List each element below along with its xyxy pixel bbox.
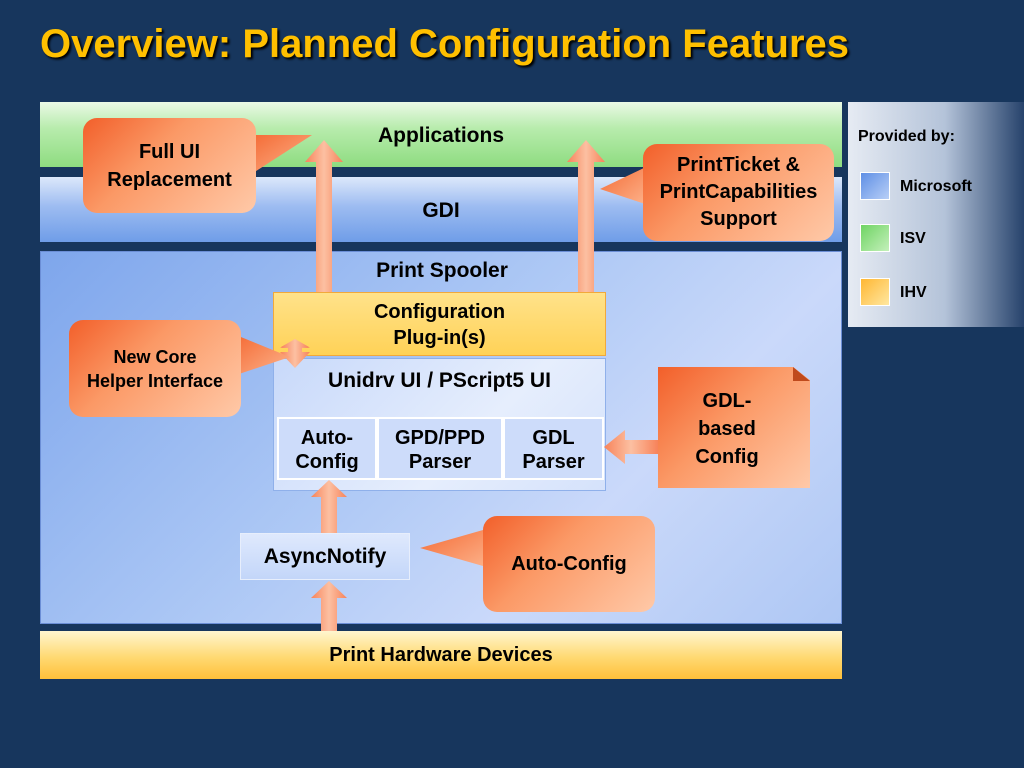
printticket-line3: Support	[700, 208, 777, 230]
auto-config-module: Auto- Config	[277, 417, 377, 480]
gpd-ppd-line2: Parser	[408, 451, 472, 473]
helper-arrow-up	[281, 339, 309, 350]
printticket-support-callout: PrintTicket & PrintCapabilities Support	[643, 144, 834, 241]
config-plugin-line2: Plug-in(s)	[393, 327, 486, 349]
gdi-label: GDI	[422, 199, 460, 222]
legend-panel: Provided by: Microsoft ISV IHV	[848, 102, 1024, 327]
helper-line2: Helper Interface	[86, 370, 224, 391]
legend-swatch-ihv	[860, 278, 890, 306]
unidrv-title: Unidrv UI / PScript5 UI	[328, 369, 551, 392]
gdl-to-parser-arrow	[604, 430, 658, 464]
configuration-plugin-box: Configuration Plug-in(s)	[273, 292, 606, 356]
full-ui-callout-tail	[250, 135, 312, 175]
gdl-based-config-document: GDL- based Config	[658, 367, 810, 488]
printticket-callout-tail	[600, 166, 648, 205]
legend-label-ihv: IHV	[900, 284, 927, 301]
gpd-ppd-line1: GPD/PPD	[394, 427, 486, 449]
asyncnotify-box: AsyncNotify	[240, 533, 410, 580]
print-hardware-layer: Print Hardware Devices	[40, 631, 842, 679]
print-spooler-label: Print Spooler	[376, 259, 508, 282]
applications-label: Applications	[377, 124, 504, 147]
legend-title: Provided by:	[858, 128, 955, 145]
legend-swatch-microsoft	[860, 172, 890, 200]
full-ui-line2: Replacement	[107, 168, 232, 191]
full-ui-line1: Full UI	[138, 140, 201, 163]
gdl-parser-line1: GDL	[532, 427, 575, 449]
up-arrow-right	[567, 140, 605, 292]
helper-callout-tail	[236, 335, 290, 375]
asyncnotify-to-autoconfig-arrow	[311, 480, 347, 533]
auto-config-line1: Auto-	[300, 427, 354, 449]
up-arrow-left	[305, 140, 343, 292]
gdl-parser-line2: Parser	[522, 451, 585, 473]
helper-line1: New Core	[113, 346, 197, 367]
new-core-helper-callout: New Core Helper Interface	[69, 320, 241, 417]
config-plugin-line1: Configuration	[373, 301, 506, 323]
legend-swatch-isv	[860, 224, 890, 252]
gdl-config-line1: GDL-	[702, 390, 752, 412]
legend-label-microsoft: Microsoft	[900, 178, 972, 195]
gdl-config-line2: based	[698, 418, 756, 440]
printticket-line2: PrintCapabilities	[659, 181, 818, 203]
gpd-ppd-parser-module: GPD/PPD Parser	[377, 417, 503, 480]
printticket-line1: PrintTicket &	[677, 154, 800, 176]
autoconfig-callout-tail	[420, 528, 490, 568]
auto-config-line2: Config	[295, 451, 359, 473]
hardware-to-asyncnotify-arrow	[311, 581, 347, 631]
print-hardware-label: Print Hardware Devices	[329, 644, 553, 666]
gdl-parser-module: GDL Parser	[503, 417, 604, 480]
full-ui-replacement-callout: Full UI Replacement	[83, 118, 256, 213]
slide-title: Overview: Planned Configuration Features	[40, 22, 850, 66]
gdl-config-line3: Config	[695, 446, 759, 468]
legend-label-isv: ISV	[900, 230, 926, 247]
auto-config-callout: Auto-Config	[483, 516, 655, 612]
